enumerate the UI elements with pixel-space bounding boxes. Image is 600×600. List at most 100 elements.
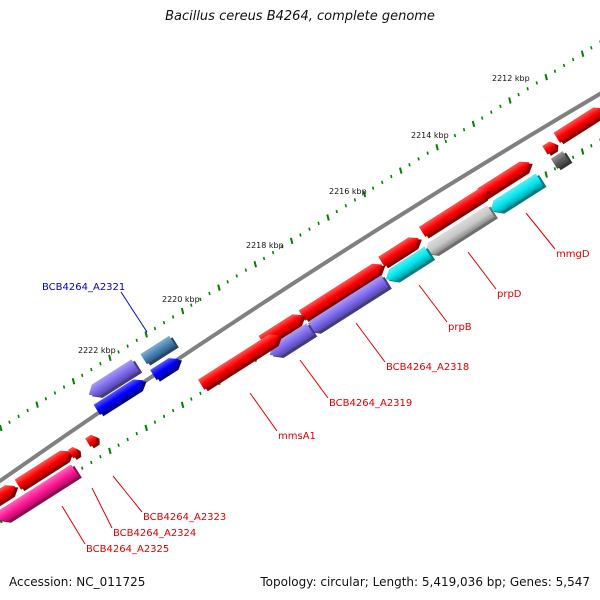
gene-arrow[interactable] [542,138,561,156]
gene-label-leader [120,291,148,333]
gene-label-leader [112,475,143,513]
gene-label[interactable]: BCB4264_A2324 [113,528,196,539]
gene-label-leader [525,212,556,250]
gene-label-leader [249,392,278,432]
ruler-tick [8,420,11,424]
gene-arrow[interactable] [140,335,179,367]
ruler-tick [171,408,175,413]
ruler-tick [180,307,185,315]
ruler-tick [371,186,375,190]
ruler-tick [462,128,466,132]
ruler-tick [244,268,248,272]
ruler-tick [235,274,238,278]
ruler-tick [490,110,493,114]
ruler-tick [417,157,420,161]
gene-arrow[interactable] [85,432,102,449]
gene-arrow[interactable] [303,274,392,339]
gene-arrow[interactable] [553,102,600,145]
ruler-tick [90,460,93,465]
gene-arrow[interactable] [477,156,536,201]
gene-label-leader [467,251,497,290]
gene-arrow[interactable] [93,374,150,417]
ruler-tick [262,256,266,261]
ruler-tick [226,280,229,284]
gene-label[interactable]: BCB4264_A2321 [42,282,125,293]
ruler-tick [590,144,593,148]
gene-arrow[interactable] [266,322,318,363]
ruler-tick [326,214,330,221]
ruler-tick [271,250,275,255]
ruler-tick [517,92,520,97]
ruler-tick [408,163,411,167]
ruler-outer [0,40,600,432]
ruler-tick [553,69,557,73]
gene-arrow[interactable] [421,204,498,261]
ruler-tick [499,104,502,109]
ruler-tick [26,408,29,413]
ruler-tick [90,367,93,372]
ruler-tick [535,81,538,85]
gene-arrow[interactable] [382,246,436,288]
gene-label[interactable]: prpD [497,289,522,300]
gene-label[interactable]: BCB4264_A2323 [143,512,226,523]
ruler-tick [571,57,575,62]
ruler-tick [353,198,357,202]
ruler-tick [471,120,476,128]
ruler-tick [580,148,585,155]
gene-label[interactable]: BCB4264_A2325 [86,544,169,555]
ruler-tick [217,284,221,291]
ruler-tick [335,209,338,214]
gene-label[interactable]: mmgD [556,249,590,260]
gene-label-leader [299,359,329,399]
ruler-label: 2222 kbp [78,346,116,355]
map-title: Bacillus cereus B4264, complete genome [165,9,435,24]
gene-arrow[interactable] [0,480,21,508]
ruler-tick [544,73,548,81]
ruler-tick [81,373,84,378]
ruler-tick [162,321,166,325]
gene-label-leader [61,505,86,545]
ruler-tick [108,447,112,455]
gene-arrow[interactable] [0,463,82,528]
gene-label[interactable]: mmsA1 [278,431,316,442]
topology-text: Topology: circular; Length: 5,419,036 bp… [260,575,590,589]
ruler-label: 2216 kbp [329,187,367,196]
gene-arrow[interactable] [197,329,285,392]
gene-label[interactable]: prpB [448,322,472,333]
gene-label-leader [355,322,386,363]
gene-arrow[interactable] [378,232,425,269]
gene-arrow[interactable] [150,353,185,383]
ruler-tick [44,397,48,401]
ruler-tick [344,204,348,208]
ruler-tick [399,167,403,174]
ruler-tick [508,97,512,104]
gene-arrow[interactable] [550,150,573,171]
ruler-tick [571,155,575,159]
ruler-tick [562,63,566,68]
ruler-tick [99,454,102,459]
gene-arrow[interactable] [487,172,547,219]
gene-arrow[interactable] [298,258,389,323]
ruler-tick [544,171,548,178]
gene-label[interactable]: BCB4264_A2318 [386,362,469,373]
ruler-tick [171,315,175,319]
gene-arrow[interactable] [14,445,77,492]
gene-arrow[interactable] [67,445,83,461]
ruler-tick [199,391,202,396]
ruler-tick [135,431,138,436]
ruler-tick [117,350,120,354]
gene-label-leader [418,284,448,323]
ruler-tick [190,397,193,401]
ruler-tick [99,361,102,366]
gene-arrow[interactable] [418,184,495,240]
ruler-tick [362,190,367,198]
ruler-tick [108,354,112,362]
ruler-tick [53,391,57,395]
ruler-tick [308,227,311,231]
gene-arrow[interactable] [85,358,143,403]
gene-label[interactable]: BCB4264_A2319 [329,398,412,409]
ruler-tick [126,437,129,442]
ruler-tick [162,414,166,419]
ruler-tick [144,424,148,432]
